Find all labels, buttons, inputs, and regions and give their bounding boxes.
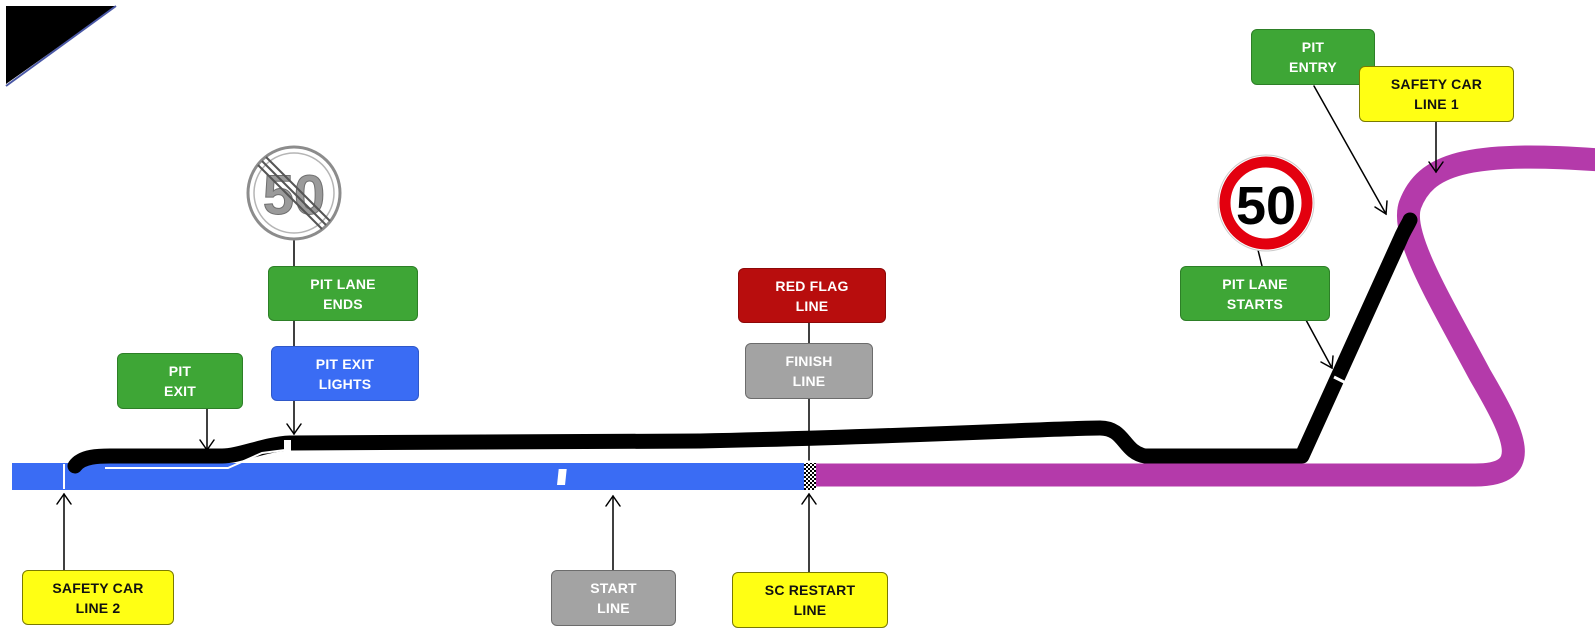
label-sc-restart-line: SC RESTART LINE — [732, 572, 888, 628]
label-safety-car-line-1: SAFETY CAR LINE 1 — [1359, 66, 1514, 122]
finish-line-checker — [804, 463, 816, 490]
pit-lane-start-line — [1333, 375, 1349, 386]
arrow-pit-entry — [1313, 85, 1387, 215]
arrowhead-safety-car-line-2 — [56, 492, 72, 505]
arrowhead-pit-exit — [199, 439, 215, 452]
label-pit-exit: PIT EXIT — [117, 353, 243, 409]
corner-triangle-edge — [5, 5, 117, 87]
speed-limit-sign-icon: 50 — [1217, 154, 1315, 252]
label-red-flag-line: RED FLAG LINE — [738, 268, 886, 323]
arrow-pit-lane-starts — [1305, 319, 1333, 369]
speed-limit-number: 50 — [1236, 176, 1296, 236]
arrowhead-pit-entry — [1374, 200, 1388, 216]
stem-speed-limit-sign — [1257, 249, 1263, 267]
track-magenta-section — [810, 145, 1595, 487]
arrowhead-start-line — [605, 494, 621, 507]
end-speed-limit-sign-icon: 50 — [246, 145, 342, 241]
arrowhead-pit-exit-lights — [286, 423, 302, 436]
start-line-marker — [557, 469, 567, 485]
arrowhead-safety-car-line-1 — [1428, 161, 1444, 174]
pit-lane — [67, 212, 1418, 474]
label-pit-exit-lights: PIT EXIT LIGHTS — [271, 346, 419, 401]
arrowhead-sc-restart-line — [801, 492, 817, 505]
label-pit-entry: PIT ENTRY — [1251, 29, 1375, 85]
pit-exit-marking — [105, 449, 286, 469]
label-pit-lane-ends: PIT LANE ENDS — [268, 266, 418, 321]
label-finish-line: FINISH LINE — [745, 343, 873, 399]
arrowhead-pit-lane-starts — [1320, 355, 1334, 370]
label-pit-lane-starts: PIT LANE STARTS — [1180, 266, 1330, 321]
label-start-line: START LINE — [551, 570, 676, 626]
label-safety-car-line-2: SAFETY CAR LINE 2 — [22, 570, 174, 625]
pit-exit-light-line — [284, 440, 291, 455]
